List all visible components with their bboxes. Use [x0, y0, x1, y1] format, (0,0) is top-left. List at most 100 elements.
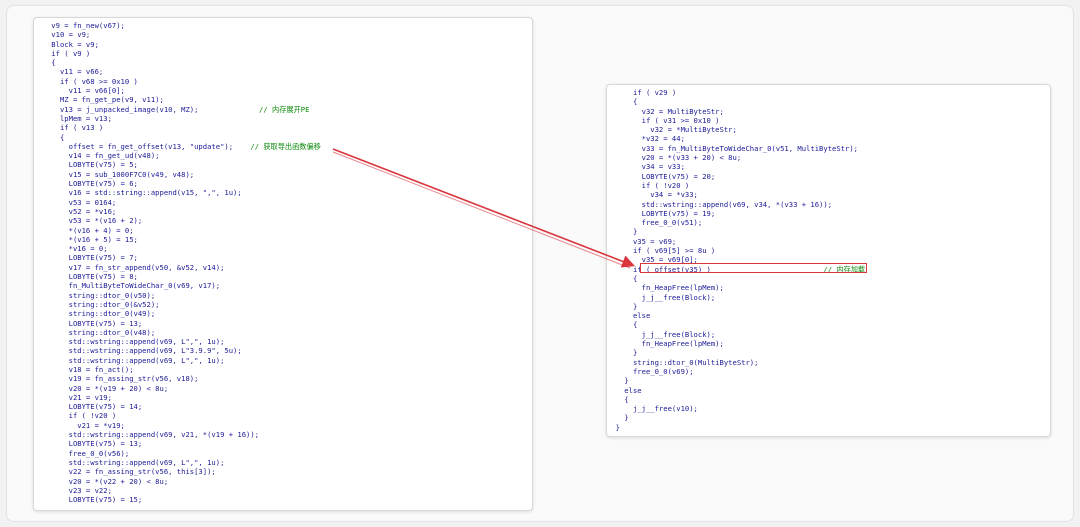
right-code-text: fn_HeapFree(lpMem); — [607, 339, 724, 349]
left-code-text: if ( v68 >= 0x10 ) — [34, 76, 138, 86]
left-code-line: { — [34, 133, 321, 142]
left-code-text: v22 = fn_assing_str(v56, this[3]); — [34, 467, 216, 477]
left-code-text: v18 = fn_act(); — [34, 364, 134, 374]
left-code-line: if ( v9 ) — [34, 49, 321, 58]
right-code-text: free_0_0(v51); — [607, 218, 703, 228]
left-code-line: LOBYTE(v75) = 13; — [34, 439, 321, 448]
left-code-line: string::dtor_0(v48); — [34, 328, 321, 337]
left-code-line: Block = v9; — [34, 40, 321, 49]
left-code-line: v13 = j_unpacked_image(v10, MZ); // 内存展开… — [34, 105, 321, 114]
left-code-text: v16 = std::string::append(v15, ",", 1u); — [34, 188, 242, 198]
right-code-text: v32 = MultiByteStr; — [607, 106, 724, 116]
right-code-line: free_0_0(v69); — [607, 367, 865, 376]
right-code-text: j_j__free(v10); — [607, 404, 698, 414]
right-code-line: j_j__free(v10); — [607, 404, 865, 413]
left-code-line: v17 = fn_str_append(v50, &v52, v14); — [34, 263, 321, 272]
left-code-text: v23 = v22; — [34, 485, 112, 495]
left-code-text: v9 = fn_new(v67); — [34, 21, 125, 30]
left-code-text: { — [34, 58, 56, 68]
left-code-text: lpMem = v13; — [34, 113, 112, 123]
right-code-text: if ( offset(v35) ) — [607, 264, 711, 274]
comment-spacer — [233, 142, 250, 151]
left-code-text: LOBYTE(v75) = 13; — [34, 439, 143, 449]
right-code-text: } — [607, 227, 638, 237]
highlight-box — [640, 263, 867, 273]
left-code-line: LOBYTE(v75) = 15; — [34, 495, 321, 504]
left-code-line: v20 = *(v22 + 20) < 8u; — [34, 477, 321, 486]
left-code-line: v23 = v22; — [34, 486, 321, 495]
left-code-line: v19 = fn_assing_str(v56, v18); — [34, 374, 321, 383]
right-code-text: } — [607, 422, 620, 432]
left-code-text: *(v16 + 5) = 15; — [34, 234, 138, 244]
left-code-text: string::dtor_0(&v52); — [34, 299, 160, 309]
right-code-line: } — [607, 348, 865, 357]
left-code-text: v11 = v66; — [34, 67, 104, 77]
left-code-panel: v9 = fn_new(v67); v10 = v9; Block = v9; … — [33, 17, 533, 511]
left-code-comment: // 内存展开PE — [259, 104, 310, 114]
left-code-text: v53 = *(v16 + 2); — [34, 216, 143, 226]
right-code-line: v33 = fn_MultiByteToWideChar_0(v51, Mult… — [607, 144, 865, 153]
right-code-comment: // 内存加载 — [823, 264, 866, 274]
left-code-text: v13 = j_unpacked_image(v10, MZ); — [34, 104, 199, 114]
right-code-line: if ( v31 >= 0x10 ) — [607, 116, 865, 125]
left-code-text: v11 = v66[0]; — [34, 86, 125, 96]
right-code-text: v34 = v33; — [607, 162, 685, 172]
right-code-line: } — [607, 423, 865, 432]
left-code-text: offset = fn_get_offset(v13, "update"); — [34, 141, 234, 151]
left-code-text: string::dtor_0(v50); — [34, 290, 156, 300]
left-code-line: { — [34, 58, 321, 67]
left-code-line: LOBYTE(v75) = 5; — [34, 160, 321, 169]
left-code-line: v21 = v19; — [34, 393, 321, 402]
left-code-text: LOBYTE(v75) = 7; — [34, 253, 138, 263]
right-code-line: v34 = v33; — [607, 162, 865, 171]
left-code-line: *(v16 + 4) = 0; — [34, 226, 321, 235]
left-code-line: v11 = v66; — [34, 67, 321, 76]
right-code-text: string::dtor_0(MultiByteStr); — [607, 357, 759, 367]
left-code-text: v15 = sub_1000F7C0(v49, v48); — [34, 169, 195, 179]
right-code-line: else — [607, 386, 865, 395]
right-code-line: else — [607, 311, 865, 320]
right-code-text: v33 = fn_MultiByteToWideChar_0(v51, Mult… — [607, 143, 858, 153]
right-code-line: v20 = *(v33 + 20) < 8u; — [607, 153, 865, 162]
left-code-text: LOBYTE(v75) = 8; — [34, 272, 138, 282]
right-code-text: LOBYTE(v75) = 20; — [607, 171, 716, 181]
left-code-text: { — [34, 132, 65, 142]
left-code-line: offset = fn_get_offset(v13, "update"); /… — [34, 142, 321, 151]
left-code-line: std::wstring::append(v69, v21, *(v19 + 1… — [34, 430, 321, 439]
left-code-line: std::wstring::append(v69, L",", 1u); — [34, 458, 321, 467]
right-code-text: *v32 = 44; — [607, 134, 685, 144]
left-code-line: string::dtor_0(&v52); — [34, 300, 321, 309]
right-code-line: v32 = *MultiByteStr; — [607, 125, 865, 134]
left-code-text: string::dtor_0(v48); — [34, 327, 156, 337]
right-code-text: if ( v69[5] >= 8u ) — [607, 246, 716, 256]
right-code-text: std::wstring::append(v69, v34, *(v33 + 1… — [607, 199, 833, 209]
left-code-text: v14 = fn_get_ud(v48); — [34, 151, 160, 161]
left-code-text: v53 = 0164; — [34, 197, 117, 207]
right-code-panel: if ( v29 ) { v32 = MultiByteStr; if ( v3… — [606, 84, 1051, 437]
right-code-line: } — [607, 227, 865, 236]
left-code-line: std::wstring::append(v69, L",", 1u); — [34, 337, 321, 346]
left-code-line: string::dtor_0(v49); — [34, 309, 321, 318]
left-code-line: if ( v13 ) — [34, 123, 321, 132]
right-code-line: j_j__free(Block); — [607, 293, 865, 302]
right-code-line: j_j__free(Block); — [607, 330, 865, 339]
left-code-listing: v9 = fn_new(v67); v10 = v9; Block = v9; … — [34, 21, 321, 504]
left-code-line: v53 = 0164; — [34, 198, 321, 207]
left-code-line: LOBYTE(v75) = 7; — [34, 253, 321, 262]
left-code-line: v10 = v9; — [34, 30, 321, 39]
left-code-text: std::wstring::append(v69, L"3.9.9", 5u); — [34, 346, 242, 356]
right-code-line: if ( v69[5] >= 8u ) — [607, 246, 865, 255]
right-code-line: v35 = v69[0]; — [607, 255, 865, 264]
right-code-line: fn_HeapFree(lpMem); — [607, 339, 865, 348]
comment-spacer — [198, 105, 259, 114]
left-code-text: string::dtor_0(v49); — [34, 309, 156, 319]
right-code-line: { — [607, 320, 865, 329]
left-code-text: v21 = *v19; — [34, 420, 125, 430]
right-code-line: } — [607, 302, 865, 311]
right-code-text: } — [607, 413, 629, 423]
right-code-line: fn_HeapFree(lpMem); — [607, 283, 865, 292]
right-code-line: if ( v29 ) — [607, 88, 865, 97]
right-code-line: *v32 = 44; — [607, 134, 865, 143]
left-code-text: if ( v9 ) — [34, 48, 91, 58]
left-code-line: v52 = *v16; — [34, 207, 321, 216]
